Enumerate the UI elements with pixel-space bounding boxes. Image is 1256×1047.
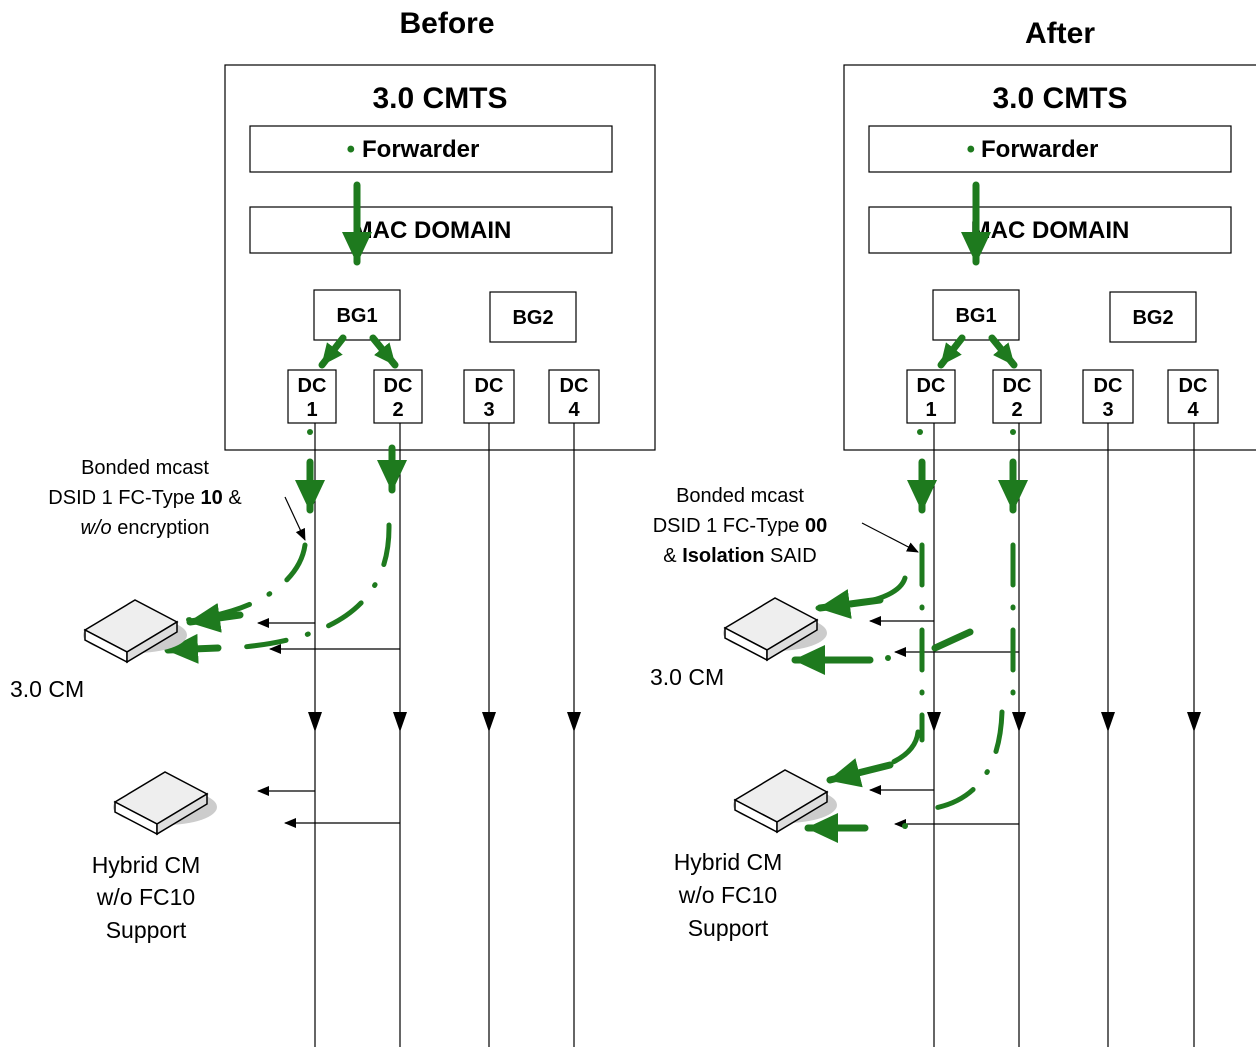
after-dot-dc1 [917, 429, 923, 435]
before-dc1-arrowhead [308, 712, 322, 732]
before-panel: Before 3.0 CMTS • Forwarder MAC DOMAIN B… [10, 7, 656, 1047]
after-dc2-top: DC [1003, 375, 1032, 397]
after-note-line1: Bonded mcast [676, 485, 804, 507]
after-dot-hybrid [902, 823, 908, 829]
after-dc2-arrowhead [1012, 712, 1026, 732]
after-panel: After 3.0 CMTS • Forwarder MAC DOMAIN BG… [650, 17, 1256, 1047]
after-flow-dc2 [988, 334, 1018, 369]
after-forwarder-bullet: • [967, 136, 975, 163]
before-dc4-num: 4 [568, 399, 580, 421]
after-dc2-num: 2 [1011, 399, 1022, 421]
before-note-line1: Bonded mcast [81, 457, 209, 479]
after-dc4-top: DC [1179, 375, 1208, 397]
after-cm30-label: 3.0 CM [650, 664, 724, 690]
before-hybrid-cm-icon [113, 771, 217, 836]
after-hybrid-line2: w/o FC10 [678, 882, 777, 908]
after-dot-dc2 [1010, 429, 1016, 435]
before-dc3-arrowhead [482, 712, 496, 732]
after-dc3-box [1082, 369, 1134, 424]
after-dc3-num: 3 [1102, 399, 1113, 421]
after-dc1-arrowhead [927, 712, 941, 732]
after-bg1-label: BG1 [955, 305, 996, 327]
before-bg1-box [313, 289, 401, 341]
after-forwarder-label: Forwarder [981, 136, 1098, 163]
before-dc4-top: DC [560, 375, 589, 397]
before-dc2-box [373, 369, 423, 424]
before-dot [307, 429, 313, 435]
after-cm30-icon [723, 597, 827, 662]
after-flow-cm30-2a [931, 628, 974, 652]
after-dc1-box [906, 369, 956, 424]
before-mac-domain-box [249, 206, 613, 254]
before-dc1-box [287, 369, 337, 424]
before-flow-dc2 [369, 334, 399, 369]
after-hybrid-line1: Hybrid CM [674, 849, 783, 875]
before-flow-cm2-head [164, 633, 222, 664]
before-note-line3: w/o encryption [81, 517, 210, 539]
before-dc2-arrowhead [393, 712, 407, 732]
after-hybrid-line3: Support [688, 915, 769, 941]
after-forwarder-box [868, 125, 1232, 173]
before-forwarder-bullet: • [347, 136, 355, 163]
before-forwarder-label: Forwarder [362, 136, 479, 163]
after-dc3-arrowhead [1101, 712, 1115, 732]
before-dc3-box [463, 369, 515, 424]
after-mac-domain-label: MAC DOMAIN [971, 217, 1130, 244]
after-flow-cm30-1-head [816, 589, 884, 619]
after-flow-hybrid-1-head [826, 758, 894, 788]
before-flow-cm1 [183, 542, 308, 623]
after-bg2-label: BG2 [1132, 307, 1173, 329]
before-bg2-box [489, 291, 577, 343]
before-flow-cm1-head [186, 602, 244, 633]
before-flow-dc1 [318, 334, 347, 369]
before-dc1-num: 1 [306, 399, 317, 421]
before-dc2-top: DC [384, 375, 413, 397]
before-mac-domain-label: MAC DOMAIN [353, 217, 512, 244]
before-dc1-top: DC [298, 375, 327, 397]
after-note-pointer [861, 522, 919, 553]
before-cmts-title: 3.0 CMTS [372, 82, 507, 115]
after-bg2-box [1109, 291, 1197, 343]
after-mac-domain-box [868, 206, 1232, 254]
after-cmts-title: 3.0 CMTS [992, 82, 1127, 115]
after-dc3-top: DC [1094, 375, 1123, 397]
after-dc1-num: 1 [925, 399, 936, 421]
after-flow-hybrid-1 [827, 729, 921, 783]
before-hybrid-line3: Support [106, 917, 187, 943]
before-cm30-label: 3.0 CM [10, 676, 84, 702]
before-dc3-num: 3 [483, 399, 494, 421]
after-heading: After [1025, 17, 1095, 50]
before-bg2-label: BG2 [512, 307, 553, 329]
before-dc4-arrowhead [567, 712, 581, 732]
before-hybrid-line1: Hybrid CM [92, 852, 201, 878]
after-hybrid-cm-icon [733, 769, 837, 834]
after-dc4-arrowhead [1187, 712, 1201, 732]
before-bg1-label: BG1 [336, 305, 377, 327]
before-flow-cm2 [229, 522, 392, 651]
after-dc1-top: DC [917, 375, 946, 397]
after-dc2-box [992, 369, 1042, 424]
before-heading: Before [399, 7, 494, 40]
before-dc3-top: DC [475, 375, 504, 397]
after-dot-cm30 [885, 655, 891, 661]
after-bg1-box [932, 289, 1020, 341]
before-forwarder-box [249, 125, 613, 173]
before-note-line2: DSID 1 FC-Type 10 & [48, 487, 242, 509]
after-dc4-box [1167, 369, 1219, 424]
after-note-line2: DSID 1 FC-Type 00 [653, 515, 828, 537]
before-dc2-num: 2 [392, 399, 403, 421]
after-dc4-num: 4 [1187, 399, 1199, 421]
before-cm30-icon [83, 599, 187, 664]
after-flow-dc1 [937, 334, 966, 369]
before-note-pointer [284, 496, 306, 541]
before-hybrid-line2: w/o FC10 [96, 884, 195, 910]
after-flow-hybrid-2 [932, 709, 1005, 811]
after-note-line3: & Isolation SAID [663, 545, 816, 567]
